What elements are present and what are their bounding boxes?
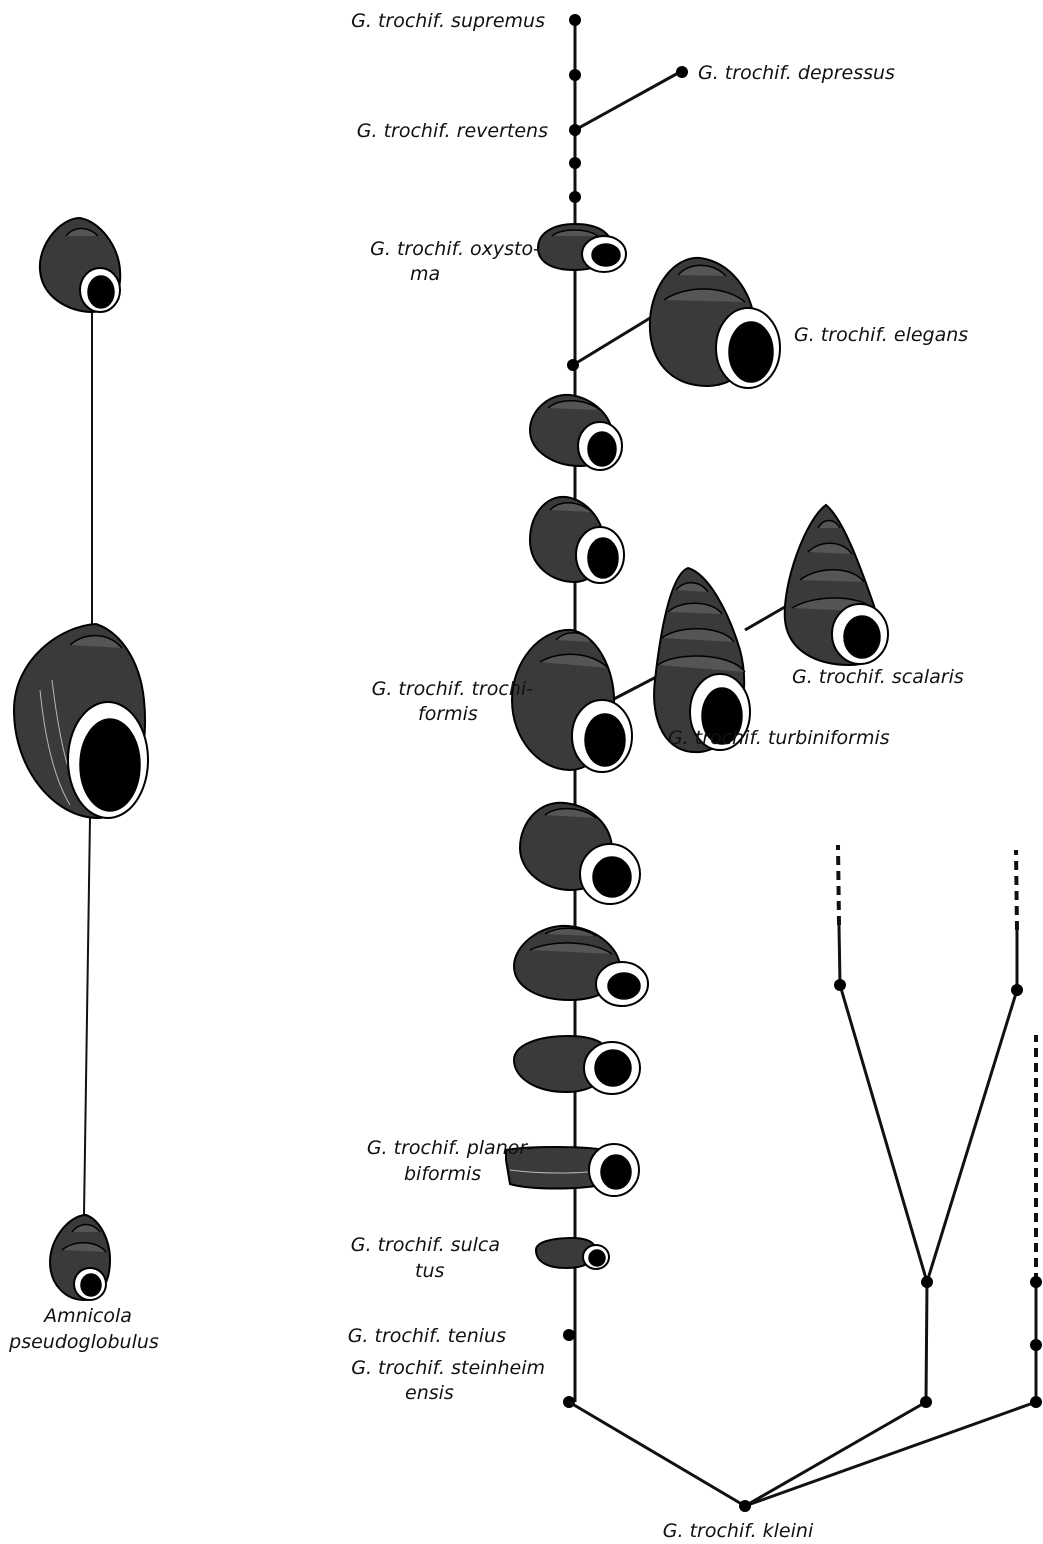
dashed-left bbox=[838, 845, 839, 925]
label-trochiformis-line1: G. trochif. trochi- bbox=[372, 678, 534, 700]
branch-turbiniformis bbox=[612, 675, 660, 700]
node-far-right-1 bbox=[1030, 1276, 1042, 1288]
shell-stem-d bbox=[514, 926, 648, 1006]
node-far-right-2 bbox=[1030, 1339, 1042, 1351]
label-trochiformis-line2: formis bbox=[418, 703, 478, 725]
node-middle-fork bbox=[921, 1276, 933, 1288]
branch-elegans bbox=[573, 315, 655, 365]
label-turbiniformis: G. trochif. turbiniformis bbox=[668, 727, 890, 749]
node-right-tip bbox=[1011, 984, 1023, 996]
node-stem-3 bbox=[569, 191, 581, 203]
node-revertens bbox=[569, 124, 581, 136]
label-tenius: G. trochif. tenius bbox=[348, 1325, 506, 1347]
shell-stem-a bbox=[530, 395, 622, 470]
node-middle-base bbox=[920, 1396, 932, 1408]
label-scalaris: G. trochif. scalaris bbox=[792, 666, 964, 688]
node-stem-2 bbox=[569, 157, 581, 169]
label-oxystoma-line1: G. trochif. oxysto- bbox=[370, 238, 540, 260]
labels: G. trochif. supremus G. trochif. depress… bbox=[348, 10, 969, 1542]
amnicola-lineage: Amnicola pseudoglobulus bbox=[8, 218, 159, 1353]
label-planorbiformis-line2: biformis bbox=[404, 1163, 481, 1185]
label-sulcatus-line1: G. trochif. sulca bbox=[351, 1234, 500, 1256]
shell-trochiformis bbox=[512, 630, 632, 772]
node-kleini bbox=[739, 1500, 751, 1512]
label-elegans: G. trochif. elegans bbox=[794, 324, 968, 346]
dashed-right bbox=[1016, 850, 1017, 930]
shell-stem-b bbox=[530, 497, 624, 583]
shell-sulcatus bbox=[536, 1238, 609, 1269]
node-elegans-fork bbox=[567, 359, 579, 371]
shell-oxystoma bbox=[538, 224, 626, 272]
amnicola-shell-middle bbox=[14, 624, 148, 818]
amnicola-branch-lower bbox=[84, 818, 90, 1215]
node-left-tip bbox=[834, 979, 846, 991]
label-planorbiformis-line1: G. trochif. planor- bbox=[367, 1137, 533, 1159]
label-oxystoma-line2: ma bbox=[410, 263, 440, 285]
branch-left-up bbox=[839, 925, 840, 985]
branch-kleini-middle bbox=[745, 1402, 926, 1506]
label-steinheimensis-line1: G. trochif. steinheim bbox=[351, 1357, 545, 1379]
branch-middle-stem bbox=[926, 1282, 927, 1402]
node-tenius bbox=[563, 1329, 575, 1341]
shell-stem-e bbox=[514, 1036, 640, 1094]
label-steinheimensis-line2: ensis bbox=[405, 1382, 454, 1404]
shell-elegans bbox=[650, 258, 780, 388]
label-kleini: G. trochif. kleini bbox=[663, 1520, 814, 1542]
node-depressus bbox=[676, 66, 688, 78]
shell-stem-c bbox=[520, 803, 640, 904]
branch-kleini-right bbox=[745, 1402, 1036, 1506]
shell-scalaris bbox=[785, 505, 888, 665]
label-revertens: G. trochif. revertens bbox=[357, 120, 548, 142]
node-stem-1 bbox=[569, 69, 581, 81]
branch-kleini-left bbox=[569, 1402, 745, 1506]
branch-middle-right bbox=[927, 990, 1017, 1282]
right-branches bbox=[569, 845, 1042, 1512]
amnicola-label-line2: pseudoglobulus bbox=[8, 1331, 159, 1353]
amnicola-label-line1: Amnicola bbox=[42, 1305, 132, 1327]
amnicola-shell-bottom bbox=[50, 1215, 110, 1300]
label-supremus: G. trochif. supremus bbox=[351, 10, 545, 32]
shell-turbiniformis bbox=[654, 568, 750, 752]
branch-depressus bbox=[575, 72, 680, 130]
branch-scalaris bbox=[745, 604, 790, 630]
label-depressus: G. trochif. depressus bbox=[698, 62, 895, 84]
amnicola-shell-top bbox=[40, 218, 120, 312]
node-far-right-base bbox=[1030, 1396, 1042, 1408]
node-supremus bbox=[569, 14, 581, 26]
branch-middle-left bbox=[840, 985, 927, 1282]
label-sulcatus-line2: tus bbox=[415, 1260, 444, 1282]
